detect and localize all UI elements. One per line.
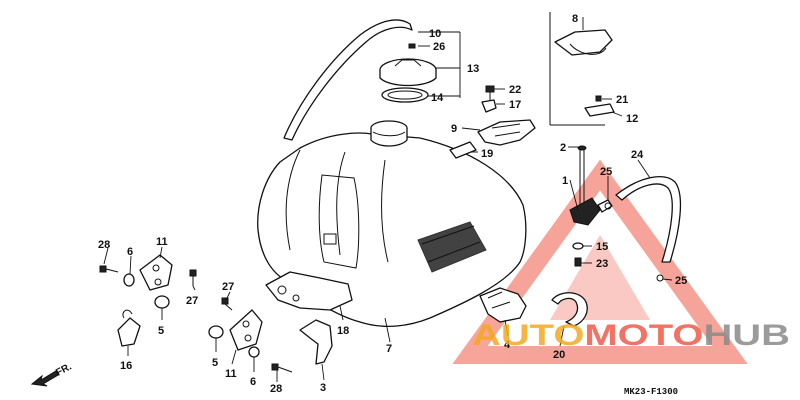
inset-bracket-8: [554, 29, 613, 56]
bolt-23: [574, 257, 582, 267]
caution-label: [449, 141, 477, 159]
washer-15: [572, 242, 584, 250]
callout-20: 20: [553, 349, 565, 361]
callout-21: 21: [616, 94, 628, 106]
callout-11-upper: 11: [156, 236, 168, 248]
tank-mount-18: [265, 271, 353, 311]
bolt-27-lower: [221, 297, 233, 311]
bolt-27-upper: [189, 269, 197, 286]
bolt-28-upper: [99, 265, 119, 273]
callout-25-lower: 25: [675, 275, 687, 287]
filler-cap: [379, 43, 437, 87]
callout-26: 26: [433, 41, 445, 53]
leader-lines: [103, 17, 673, 382]
collar-6-upper: [123, 273, 135, 287]
callout-3: 3: [320, 382, 326, 394]
cap-gasket: [381, 87, 429, 103]
callout-2: 2: [560, 142, 566, 154]
callout-28-upper: 28: [98, 239, 110, 251]
callout-28-lower: 28: [270, 383, 282, 395]
callout-1: 1: [562, 175, 568, 187]
callout-6-lower: 6: [250, 376, 256, 388]
stay-11-lower: [229, 309, 263, 351]
spring-clip-16: [117, 317, 141, 347]
callout-25-upper: 25: [600, 166, 612, 178]
callout-9: 9: [451, 123, 457, 135]
watermark-part-3: HUB: [703, 319, 790, 352]
callout-17: 17: [509, 99, 521, 111]
fuel-tank: [257, 120, 527, 327]
fuel-hose: [615, 176, 682, 263]
collar-6-lower: [248, 346, 260, 358]
watermark-part-2: MOTO: [584, 319, 703, 352]
callout-12: 12: [626, 113, 638, 125]
callout-5-lower: 5: [212, 357, 218, 369]
breather-hose: [283, 19, 413, 141]
front-direction-arrow: FR.: [30, 361, 74, 387]
callout-27-upper: 27: [186, 295, 198, 307]
callout-15: 15: [596, 241, 608, 253]
inset-plate-12: [584, 103, 615, 117]
hose-clip-upper: [604, 202, 612, 210]
rubber-5-lower: [208, 325, 224, 339]
callout-19: 19: [481, 148, 493, 160]
callout-13: 13: [467, 63, 479, 75]
bolt-28-lower: [271, 363, 293, 373]
callout-23: 23: [596, 258, 608, 270]
callout-5-upper: 5: [158, 325, 164, 337]
callout-14: 14: [431, 92, 444, 104]
callout-7: 7: [386, 343, 392, 355]
tank-bracket: [477, 119, 536, 146]
watermark-part-1: AUTO: [472, 319, 584, 352]
drawing-code: MK23-F1300: [624, 387, 678, 397]
wire-clip-3: [299, 319, 333, 365]
callouts: 1 2 3 4 5 5 6 6 7 8 9 10 11 11 12 13 14 …: [98, 13, 687, 395]
callout-10: 10: [429, 28, 441, 40]
callout-22: 22: [509, 84, 521, 96]
strap-20: [551, 292, 588, 327]
callout-24: 24: [631, 149, 644, 161]
inset-screw-21: [595, 95, 602, 102]
callout-11-lower: 11: [225, 368, 237, 380]
callout-6-upper: 6: [127, 246, 133, 258]
callout-8: 8: [572, 13, 578, 25]
stay-11-upper: [139, 254, 173, 291]
callout-18: 18: [337, 325, 349, 337]
fuel-valve: [569, 197, 601, 226]
rubber-5-upper: [154, 295, 170, 309]
callout-27-lower: 27: [222, 281, 234, 293]
callout-16: 16: [120, 360, 132, 372]
front-direction-label: FR.: [54, 361, 74, 378]
callout-4: 4: [504, 339, 511, 351]
collar-17: [481, 99, 497, 113]
hose-clip-lower: [656, 274, 664, 282]
bolt-22: [485, 85, 495, 100]
